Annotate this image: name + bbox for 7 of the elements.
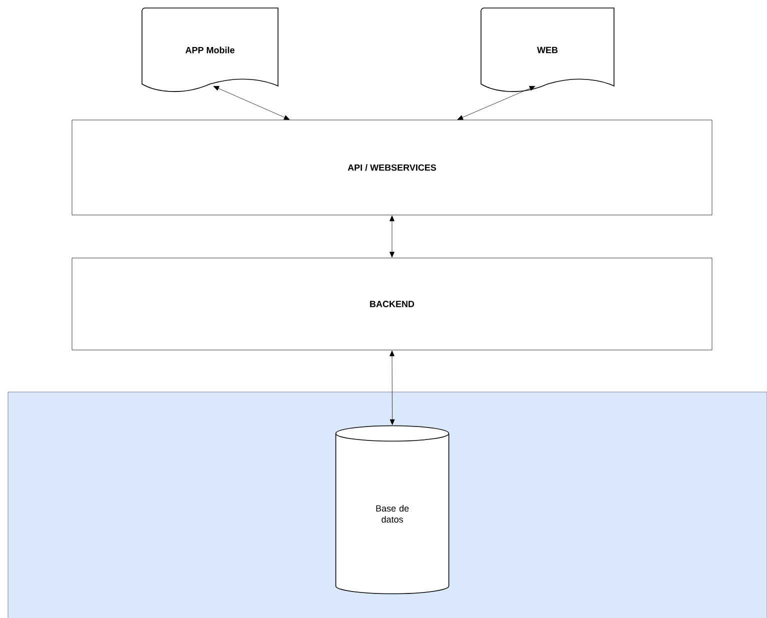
database-cylinder: Base de datos: [335, 425, 450, 594]
arrow: [390, 350, 395, 426]
process-box: API / WEBSERVICES: [72, 120, 712, 216]
arrow: [457, 86, 536, 120]
arrow: [390, 216, 394, 258]
arrow: [213, 86, 290, 120]
process-box: BACKEND: [72, 258, 712, 350]
